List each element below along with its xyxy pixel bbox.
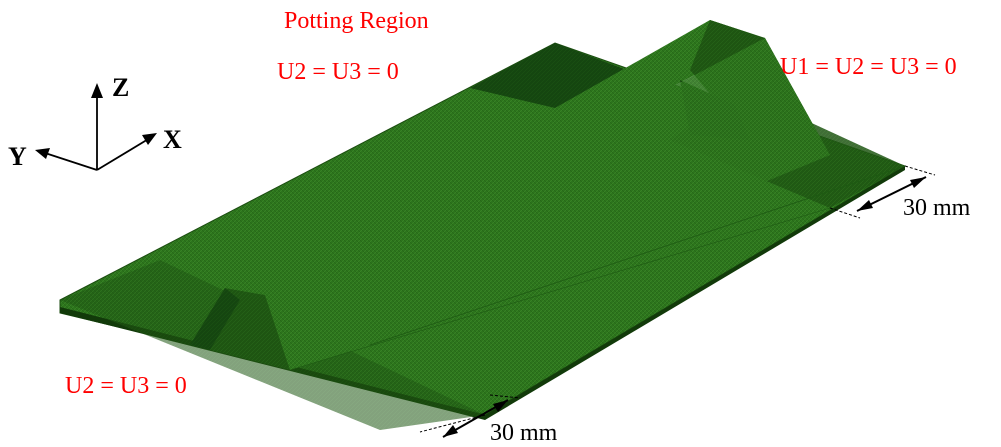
axis-x-label: X	[163, 125, 182, 154]
seam-line-1	[369, 165, 906, 346]
axis-y-arrowhead	[35, 148, 50, 159]
axis-x-arrowhead	[142, 133, 157, 145]
axis-y-line	[41, 151, 98, 171]
axis-z-label: Z	[112, 73, 129, 102]
potting-region-label: Potting Region	[284, 8, 429, 34]
bc-left-label: U2 = U3 = 0	[65, 373, 187, 399]
dim-right-extension-1	[904, 165, 936, 176]
dim-right-arrowhead-2	[910, 177, 926, 188]
bc-fixed-label: U1 = U2 = U3 = 0	[780, 54, 957, 80]
coordinate-axes: Z Y X	[8, 73, 182, 171]
dim-bottom-arrowhead-2	[493, 400, 508, 412]
dim-right-extension-2	[829, 207, 861, 219]
bc-potting-label: U2 = U3 = 0	[277, 59, 399, 85]
stiffener-top-far	[470, 43, 640, 108]
stiffener-left-web	[225, 246, 370, 370]
stiffener-crown	[300, 20, 765, 345]
dim-right-label: 30 mm	[903, 195, 971, 221]
seam-line-2	[289, 207, 831, 371]
axis-y-label: Y	[8, 142, 27, 171]
dim-bottom-arrowhead-1	[443, 425, 458, 437]
stiffener-web-front	[370, 38, 830, 345]
stiffener-end-inner	[190, 288, 240, 350]
dim-bottom-label: 30 mm	[490, 420, 558, 446]
dim-bottom-extension-2	[489, 394, 521, 399]
axis-z-arrowhead	[91, 83, 103, 98]
dim-right-arrowhead-1	[857, 200, 873, 211]
dim-bottom-extension-1	[419, 414, 486, 433]
axis-x-line	[96, 137, 151, 171]
